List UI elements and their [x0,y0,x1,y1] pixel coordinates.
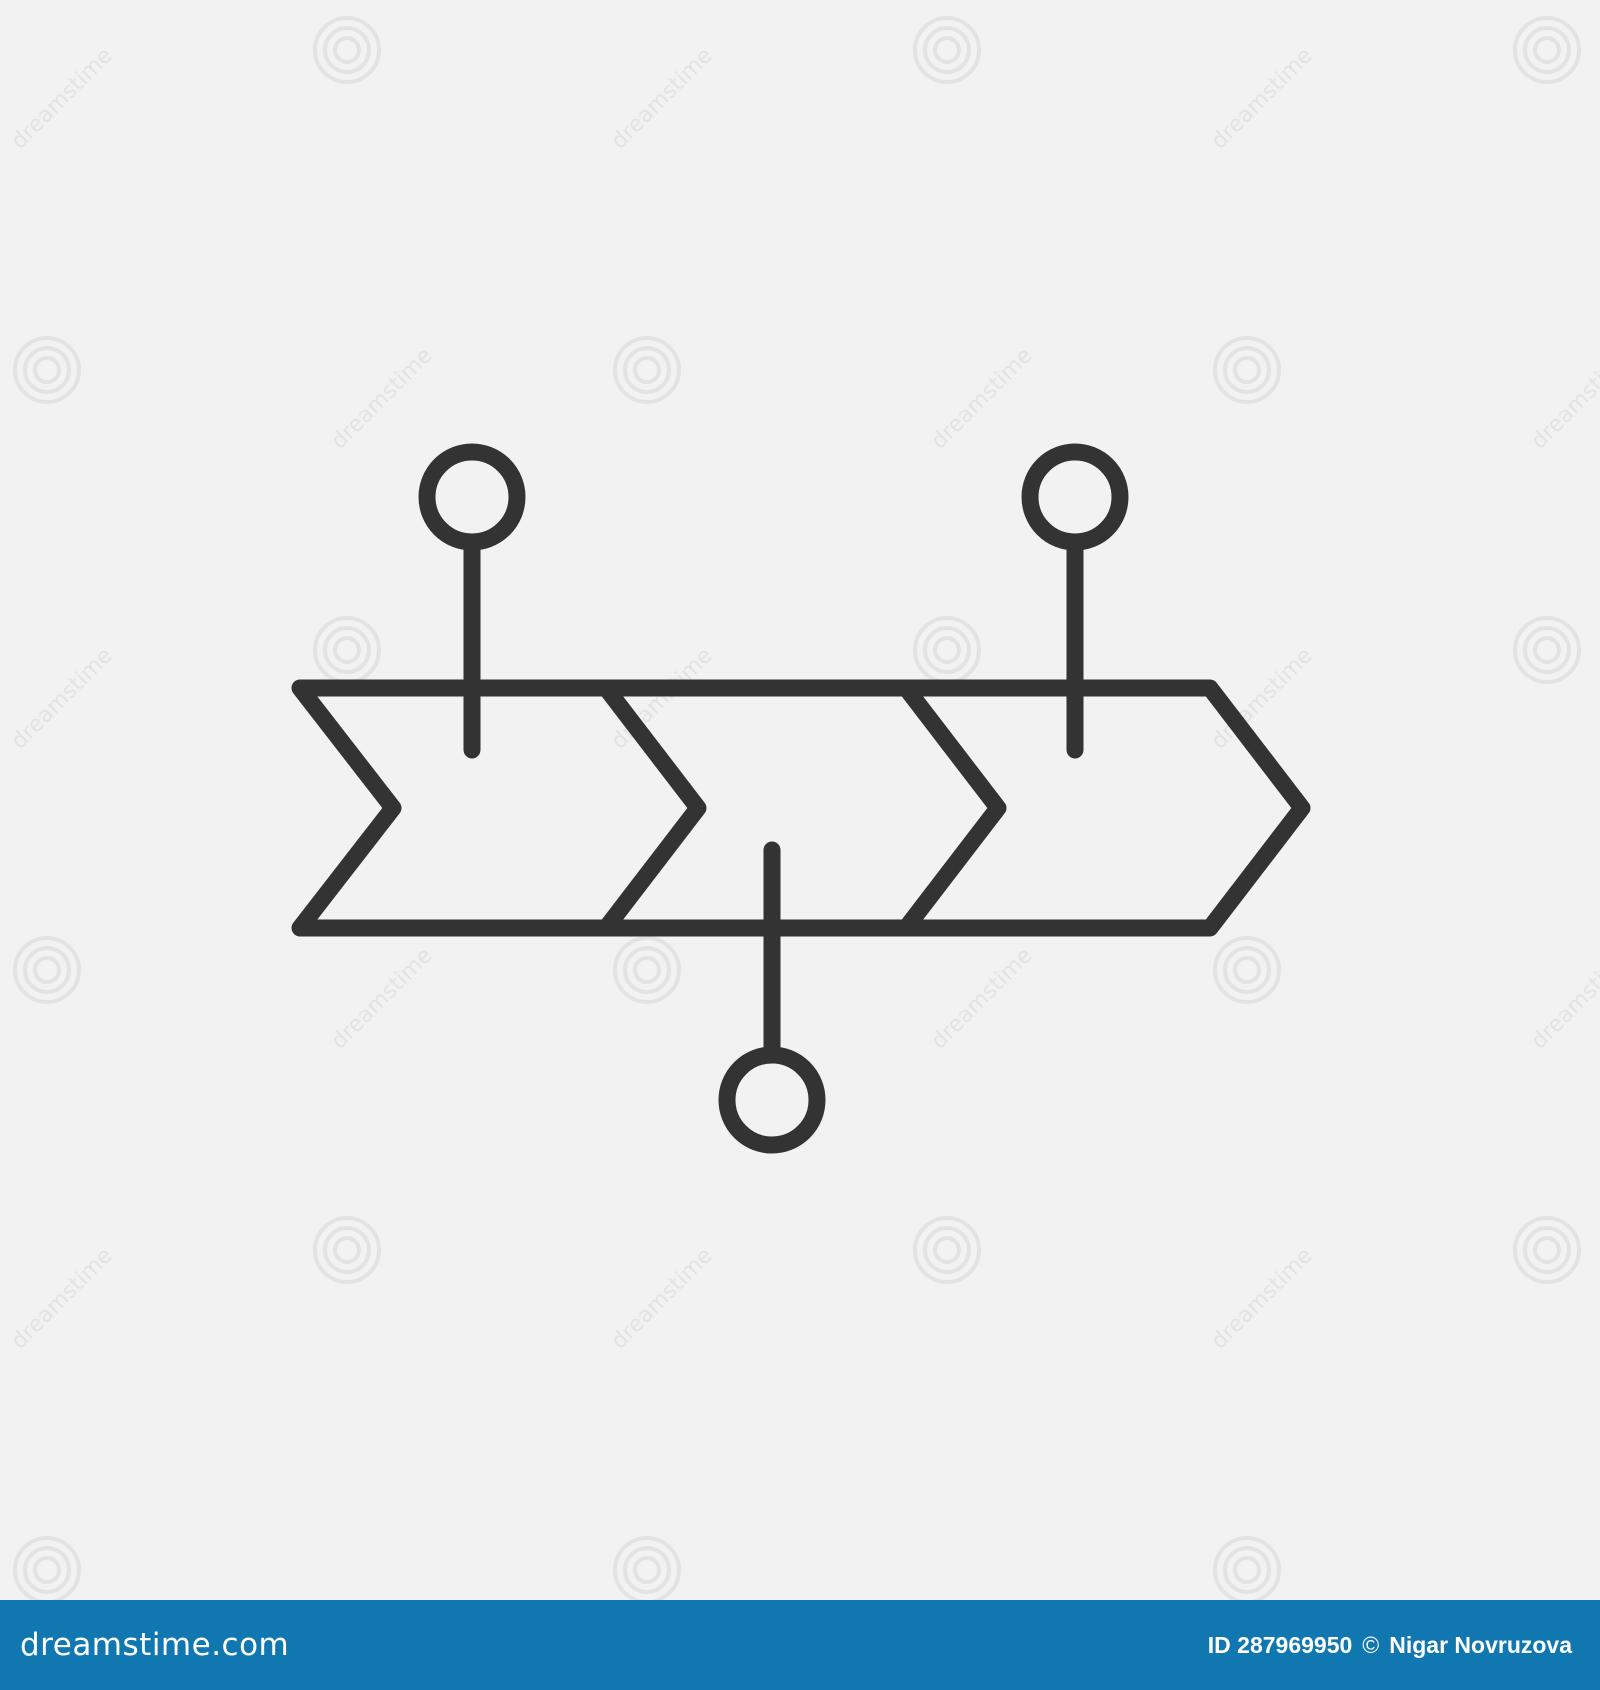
author-name[interactable]: Nigar Novruzova [1389,1631,1572,1658]
spiral-logo-icon [13,336,81,404]
spiral-logo-icon [613,336,681,404]
copyright-icon: © [1362,1631,1380,1658]
spiral-logo-icon [1513,1216,1581,1284]
image-id: ID 287969950 [1207,1631,1353,1658]
chevron-divider-1 [597,679,707,937]
spiral-logo-icon [313,16,381,84]
spiral-logo-icon [613,1536,681,1600]
spiral-logo-icon [313,1216,381,1284]
arrow-band-outline [291,679,1311,937]
milestone-marker-1 [418,443,526,551]
image-credit: ID 287969950 © Nigar Novruzova [1208,1632,1572,1659]
spiral-logo-icon [1513,16,1581,84]
timeline-process-icon [291,443,1311,1154]
brand-logo-text[interactable]: dreamstime.com [20,1627,290,1663]
spiral-logo-icon [613,936,681,1004]
spiral-logo-icon [1213,1536,1281,1600]
background [0,0,1600,1600]
milestone-marker-3 [1021,443,1129,551]
spiral-logo-icon [1213,336,1281,404]
footer-bar: dreamstime.com ID 287969950 © Nigar Novr… [0,1600,1600,1690]
milestone-marker-2 [718,1046,826,1154]
spiral-logo-icon [1513,616,1581,684]
spiral-logo-icon [1213,936,1281,1004]
spiral-logo-icon [13,1536,81,1600]
spiral-logo-icon [913,1216,981,1284]
spiral-logo-icon [13,936,81,1004]
chevron-divider-2 [897,679,1007,937]
spiral-logo-icon [913,16,981,84]
